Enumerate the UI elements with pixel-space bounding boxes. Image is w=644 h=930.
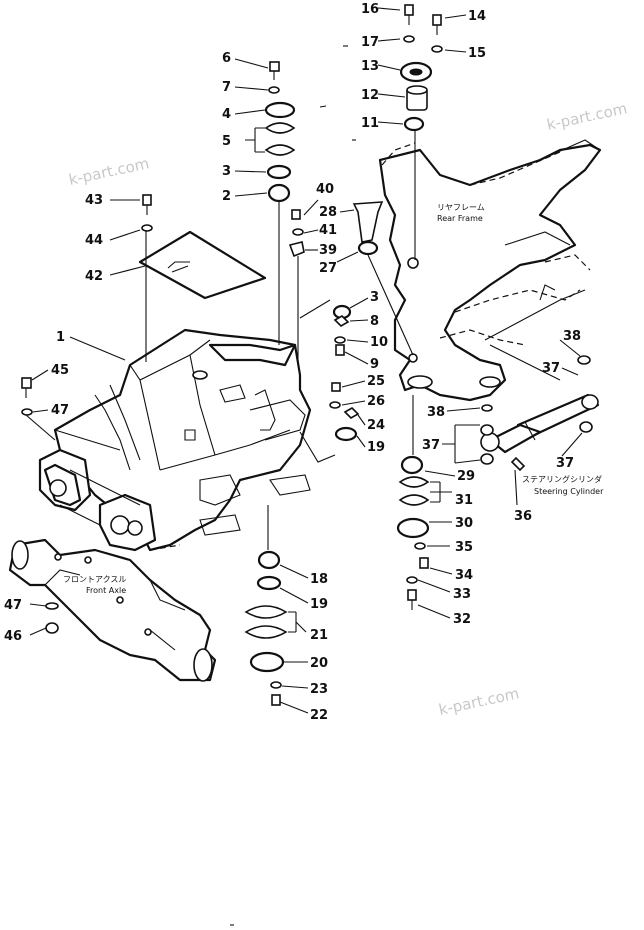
callout-11: 11 <box>361 116 379 131</box>
callout-7: 7 <box>222 80 231 95</box>
steering-label-jp: ステアリングシリンダ <box>522 474 602 484</box>
callout-5: 5 <box>222 134 231 149</box>
callout-numbers: 16 14 17 15 13 12 11 6 7 4 5 3 2 40 41 3… <box>4 2 581 723</box>
rear-frame-label-en: Rear Frame <box>437 214 483 223</box>
callout-15: 15 <box>468 46 486 61</box>
callout-20: 20 <box>310 656 328 671</box>
callout-36: 36 <box>514 509 532 524</box>
callout-16: 16 <box>361 2 379 17</box>
callout-38: 38 <box>563 329 581 344</box>
callout-10: 10 <box>370 335 388 350</box>
callout-8: 8 <box>370 314 379 329</box>
callout-44: 44 <box>85 233 103 248</box>
watermark: k-part.com <box>67 154 151 189</box>
callout-33: 33 <box>453 587 471 602</box>
callout-18: 18 <box>310 572 328 587</box>
cover-plate <box>138 230 267 300</box>
callout-17: 17 <box>361 35 379 50</box>
callout-3-lower: 3 <box>370 290 379 305</box>
callout-22: 22 <box>310 708 328 723</box>
callout-29: 29 <box>457 469 475 484</box>
callout-2: 2 <box>222 189 231 204</box>
callout-40: 40 <box>316 182 334 197</box>
callout-41: 41 <box>319 223 337 238</box>
steering-cylinder <box>480 393 600 472</box>
callout-13: 13 <box>361 59 379 74</box>
callout-4: 4 <box>222 107 231 122</box>
front-axle-label-en: Front Axle <box>86 586 126 595</box>
callout-42: 42 <box>85 269 103 284</box>
leader-lines <box>25 7 583 714</box>
callout-23: 23 <box>310 682 328 697</box>
front-axle <box>8 538 217 682</box>
front-axle-label-jp: フロントアクスル <box>63 575 126 584</box>
callout-26: 26 <box>367 394 385 409</box>
callout-24: 24 <box>367 418 385 433</box>
callout-34: 34 <box>455 568 473 583</box>
callout-12: 12 <box>361 88 379 103</box>
callout-14: 14 <box>468 9 486 24</box>
rear-frame-label-jp: リヤフレーム <box>437 203 485 212</box>
callout-47: 47 <box>51 403 69 418</box>
callout-37: 37 <box>542 361 560 376</box>
hardware-parts <box>21 4 593 706</box>
callout-31: 31 <box>455 493 473 508</box>
callout-21: 21 <box>310 628 328 643</box>
callout-27: 27 <box>319 261 337 276</box>
callout-43: 43 <box>85 193 103 208</box>
callout-38-lower: 38 <box>427 405 445 420</box>
callout-37-right: 37 <box>556 456 574 471</box>
callout-30: 30 <box>455 516 473 531</box>
callout-28: 28 <box>319 205 337 220</box>
callout-32: 32 <box>453 612 471 627</box>
callout-46: 46 <box>4 629 22 644</box>
callout-19-lower: 19 <box>310 597 328 612</box>
rear-frame <box>378 139 602 402</box>
callout-47-lower: 47 <box>4 598 22 613</box>
callout-3: 3 <box>222 164 231 179</box>
callout-1: 1 <box>56 330 65 345</box>
callout-39: 39 <box>319 243 337 258</box>
callout-25: 25 <box>367 374 385 389</box>
callout-6: 6 <box>222 51 231 66</box>
callout-37-lower: 37 <box>422 438 440 453</box>
callout-35: 35 <box>455 540 473 555</box>
steering-label-en: Steering Cylinder <box>534 487 604 496</box>
callout-45: 45 <box>51 363 69 378</box>
watermark: k-part.com <box>437 684 521 719</box>
callout-9: 9 <box>370 357 379 372</box>
front-frame <box>38 328 312 552</box>
watermark: k-part.com <box>545 99 629 134</box>
callout-19: 19 <box>367 440 385 455</box>
